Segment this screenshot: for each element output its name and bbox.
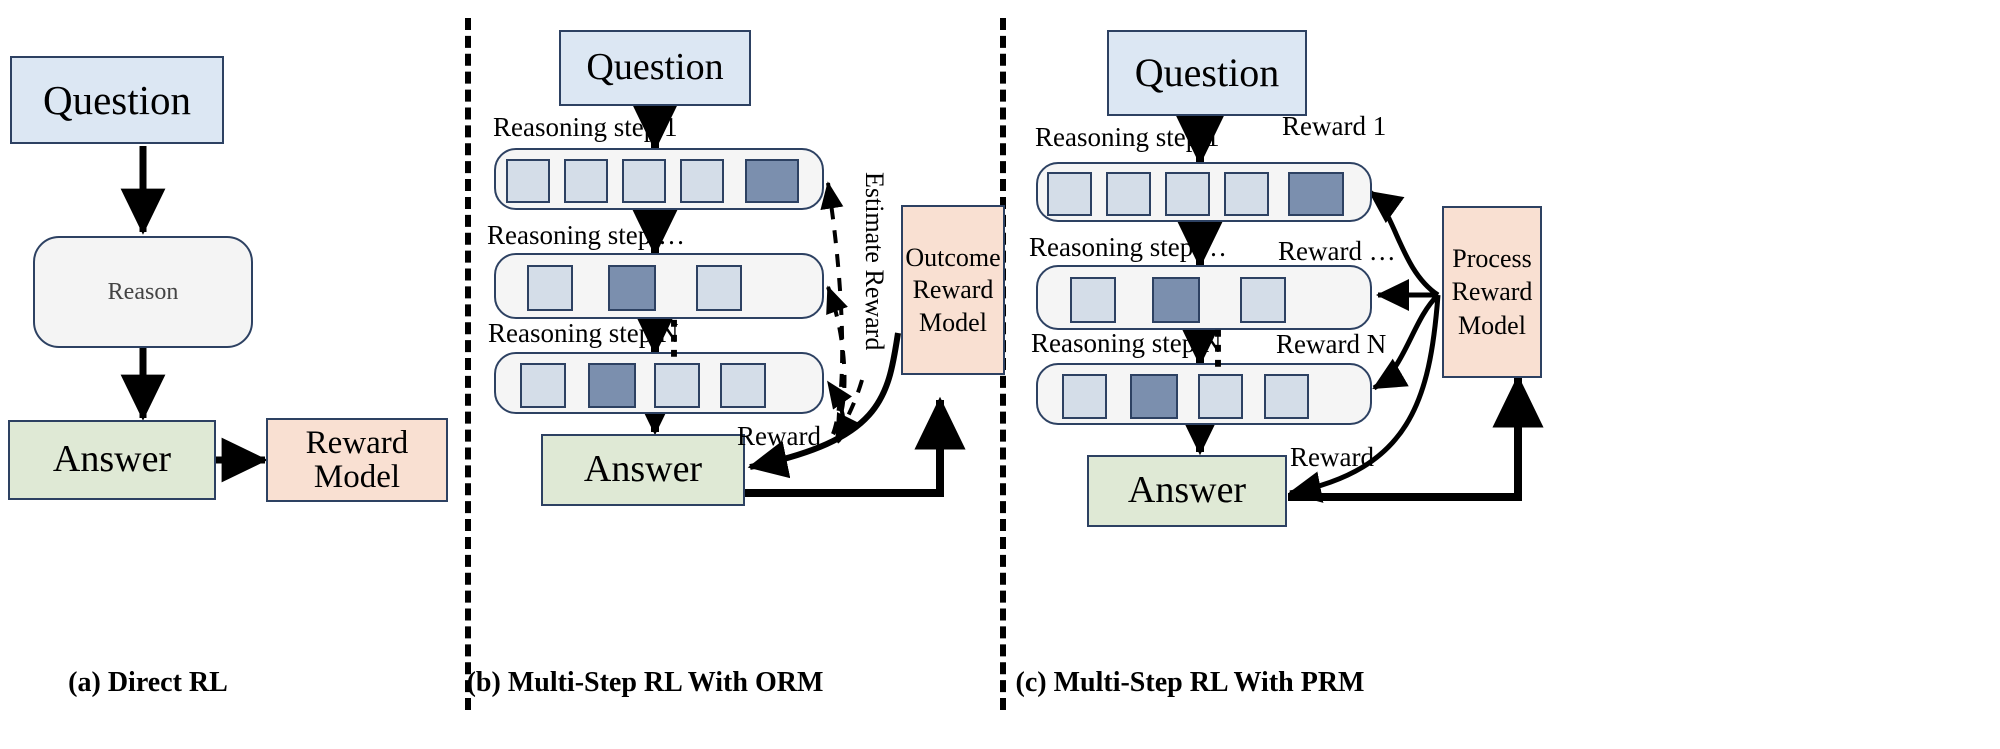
- panel-b-step-label-1: Reasoning step 1: [493, 112, 678, 142]
- panel-b-token-highlighted: [745, 159, 799, 203]
- panel-b-step-label-3: Reasoning step N: [488, 318, 679, 348]
- panel-c-step-label-1: Reasoning step 1: [1035, 122, 1220, 152]
- panel-b-answer-box: Answer: [541, 434, 745, 506]
- panel-c-vertical-dots: ⋮: [1196, 323, 1240, 372]
- panel-b-token: [680, 159, 724, 203]
- panel-b-token: [720, 363, 766, 408]
- panel-b-step-row-2: [494, 253, 824, 319]
- panel-c-question-box: Question: [1107, 30, 1307, 116]
- panel-c-token: [1198, 374, 1243, 419]
- panel-c-reward-label-1: Reward 1: [1282, 111, 1387, 141]
- panel-b-token: [506, 159, 550, 203]
- panel-c-process-reward-model-box: Process Reward Model: [1442, 206, 1542, 378]
- panel-b-caption: (b) Multi-Step RL With ORM: [466, 667, 824, 698]
- panel-c-token: [1224, 172, 1269, 216]
- panel-c-step-label-2: Reasoning step …: [1029, 232, 1227, 262]
- panel-c-token-highlighted: [1130, 374, 1178, 419]
- panel-c-answer-box: Answer: [1087, 455, 1287, 527]
- panel-a-reward-model-line1: Reward: [305, 424, 409, 461]
- panel-b-orm-line2: Reward: [912, 275, 994, 305]
- panel-c-token: [1047, 172, 1092, 216]
- panel-c-step-row-1: [1036, 162, 1372, 222]
- panel-c-step-label-3: Reasoning step N: [1031, 328, 1222, 358]
- panel-c-reward-label-3: Reward N: [1276, 329, 1387, 359]
- panel-c-token: [1062, 374, 1107, 419]
- panel-b-token-highlighted: [588, 363, 636, 408]
- panel-b-token: [622, 159, 666, 203]
- panel-c-prm-line1: Process: [1452, 244, 1532, 274]
- panel-c-reward-label-2: Reward …: [1278, 236, 1396, 266]
- panel-b-token-highlighted: [608, 265, 656, 311]
- panel-b-vertical-dots: ⋮: [652, 313, 696, 362]
- panel-c-token-highlighted: [1152, 277, 1200, 323]
- panel-b-token: [527, 265, 573, 311]
- panel-b-orm-line1: Outcome: [905, 243, 1001, 273]
- panel-b-token: [520, 363, 566, 408]
- panel-c-token: [1070, 277, 1116, 323]
- panel-b-step-label-2: Reasoning step …: [487, 220, 685, 250]
- panel-c-token-highlighted: [1288, 172, 1344, 216]
- panel-b-outcome-reward-model-box: Outcome Reward Model: [901, 205, 1005, 375]
- panel-c-reward-label: Reward: [1290, 442, 1374, 472]
- panel-a-reward-model-line2: Model: [313, 459, 401, 495]
- panel-separator-1: [465, 18, 471, 710]
- panel-c-caption: (c) Multi-Step RL With PRM: [1015, 667, 1365, 698]
- panel-c-step-row-2: [1036, 265, 1372, 330]
- panel-b-question-box: Question: [559, 30, 751, 106]
- panel-a-reward-model-box: Reward Model: [266, 418, 448, 502]
- panel-b-token: [696, 265, 742, 311]
- panel-c-prm-line2: Reward: [1451, 277, 1533, 307]
- panel-a-answer-box: Answer: [8, 420, 216, 500]
- panel-a-caption: (a) Direct RL: [68, 667, 228, 698]
- panel-c-token: [1106, 172, 1151, 216]
- panel-b-estimate-reward-label: Estimate Reward: [860, 172, 889, 351]
- panel-b-orm-line3: Model: [919, 307, 987, 337]
- panel-b-step-row-3: [494, 352, 824, 414]
- panel-b-reward-label: Reward: [737, 421, 821, 451]
- panel-b-step-row-1: [494, 148, 824, 210]
- panel-c-token: [1165, 172, 1210, 216]
- panel-a-question-box: Question: [10, 56, 224, 144]
- panel-b-token: [654, 363, 700, 408]
- panel-c-token: [1264, 374, 1309, 419]
- panel-c-step-row-3: [1036, 363, 1372, 425]
- panel-a-reason-box: Reason: [33, 236, 253, 348]
- panel-b-token: [564, 159, 608, 203]
- panel-c-prm-line3: Model: [1458, 310, 1526, 340]
- panel-c-token: [1240, 277, 1286, 323]
